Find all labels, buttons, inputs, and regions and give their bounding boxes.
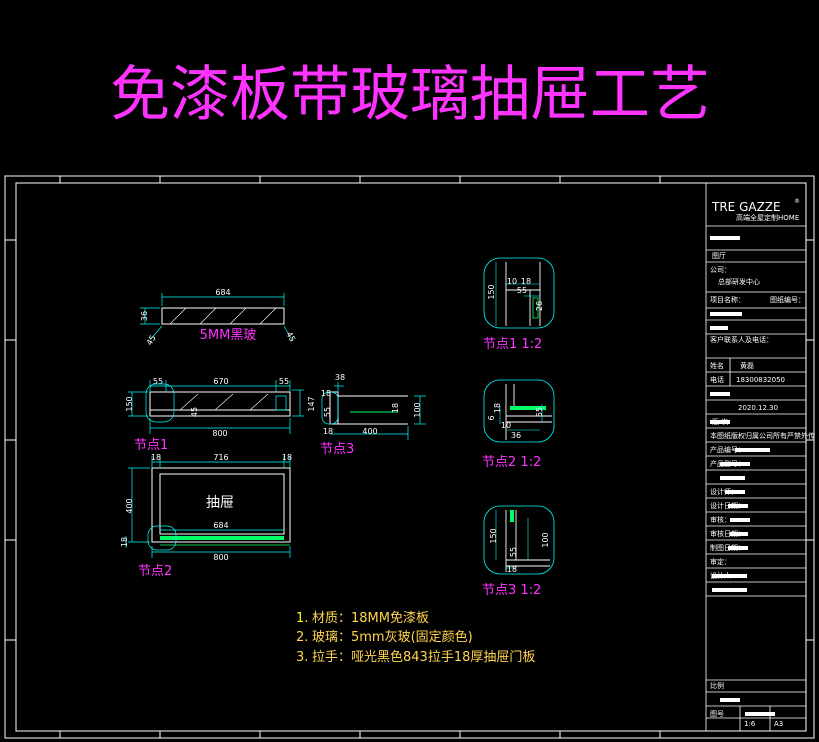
dim-front-18-bottom: 18 (120, 537, 129, 547)
dim-side-400: 400 (362, 427, 377, 436)
node2-label: 节点2 (138, 564, 172, 579)
d1-label: 节点1 1:2 (483, 337, 542, 352)
detail-node2: 6 18 10 36 55 节点2 1:2 (482, 379, 555, 470)
dim-glass-bevel-left: 45 (145, 334, 158, 347)
dim-section-left-55: 55 (153, 377, 163, 386)
glass-panel-outline (161, 307, 285, 325)
glass-label: 5MM黑玻 (200, 328, 257, 343)
tb-r4: 设计日期： (710, 501, 745, 510)
detail-node1: 150 10 18 55 26 节点1 1:2 (483, 257, 555, 352)
node1-label: 节点1 (134, 438, 168, 453)
drawer-handle-strip (160, 536, 284, 540)
brand-logo-mark: ® (794, 198, 800, 205)
d2-dim-18: 18 (493, 403, 502, 413)
tb-name-value: 黄磊 (740, 361, 754, 370)
tb-row-d: 项目名称： (710, 295, 745, 304)
dim-glass-width: 684 (215, 288, 230, 297)
dim-side-18-bottom: 18 (323, 427, 333, 436)
d1-dim-26: 26 (535, 301, 544, 311)
d3-label: 节点3 1:2 (482, 583, 541, 598)
note-3-number: 3. (296, 650, 308, 665)
tb-r7: 制图日期： (710, 543, 745, 552)
d3-dim-18: 18 (507, 565, 517, 574)
note-2-number: 2. (296, 630, 308, 645)
tb-row-e: 图纸编号： (770, 295, 805, 304)
d2-dim-55: 55 (535, 407, 544, 417)
d3-dim-55: 55 (509, 547, 518, 557)
d1-dim-18: 18 (521, 277, 531, 286)
dim-side-18-mid: 18 (391, 403, 400, 413)
tb-row-b: 公司： (710, 266, 731, 274)
d2-dim-6: 6 (487, 415, 496, 420)
dim-glass-height: 36 (140, 311, 149, 321)
dim-front-716: 716 (213, 453, 228, 462)
tb-name-label: 姓名 (710, 361, 724, 370)
note-1-number: 1. (296, 611, 308, 626)
notes-block: 1. 材质：18MM免漆板 2. 玻璃：5mm灰玻(固定颜色) 3. 拉手：哑光… (296, 610, 535, 665)
d3-dim-100: 100 (541, 532, 550, 547)
brand-logo-subtitle: 高端全屋定制HOME (736, 213, 799, 222)
dim-section-147: 147 (307, 396, 316, 411)
tb-row-a: 图厅 (712, 252, 726, 260)
tb-r2: 产品型号： (710, 459, 745, 468)
drawer-label: 抽屉 (206, 495, 234, 511)
dim-front-400: 400 (125, 498, 134, 513)
dim-front-684: 684 (213, 521, 228, 530)
dim-section-150: 150 (125, 396, 134, 411)
note-3-text: 拉手：哑光黑色843拉手18厚抽屉门板 (312, 649, 535, 665)
tb-bottom-1: 比例 (710, 681, 724, 690)
d2-dim-36: 36 (511, 431, 521, 440)
d1-dim-150: 150 (487, 284, 496, 299)
dim-section-45: 45 (190, 407, 199, 417)
dim-front-18-right: 18 (282, 453, 292, 462)
side-view: 38 18 55 18 18 400 100 节点3 (320, 373, 426, 457)
tb-r9: 设计人 (710, 571, 731, 580)
dim-section-right-55: 55 (279, 377, 289, 386)
tb-bottom-3: 1:6 (744, 720, 756, 728)
tb-date-value: 2020.12.30 (738, 404, 778, 412)
node3-label: 节点3 (320, 442, 354, 457)
detail-node3: 150 100 55 18 节点3 1:2 (482, 505, 555, 598)
tb-phone-label: 电话 (710, 375, 724, 384)
dim-side-18-top: 18 (321, 389, 331, 398)
drawing-title: 免漆板带玻璃抽屉工艺 (110, 60, 710, 130)
dim-section-800: 800 (212, 429, 227, 438)
dim-front-800: 800 (213, 553, 228, 562)
tb-r3: 设计师： (710, 487, 738, 496)
tb-bottom-4: A3 (774, 720, 783, 728)
title-block: TRE GAZZE ® 高端全屋定制HOME 图厅 公司： 总部研发中心 项目名… (705, 183, 815, 731)
tb-row-c: 总部研发中心 (718, 277, 760, 286)
note-2-text: 玻璃：5mm灰玻(固定颜色) (312, 629, 473, 645)
tb-row-f: 客户联系人及电话： (710, 335, 773, 344)
drawing-frame (4, 175, 815, 739)
node1-callout-circle (145, 383, 175, 423)
d2-dim-10: 10 (501, 421, 511, 430)
dim-side-38: 38 (335, 373, 345, 382)
tb-section-label: 版 次 (712, 417, 728, 426)
glass-panel-drawing: 684 36 45 45 5MM黑玻 (140, 288, 297, 347)
tb-r6: 审核日期： (710, 529, 745, 538)
dim-section-670: 670 (213, 377, 228, 386)
section-view: 55 670 55 150 45 147 800 节点1 (125, 377, 316, 453)
brand-logo: TRE GAZZE (711, 200, 781, 214)
tb-phone-value: 18300832050 (736, 376, 785, 384)
tb-r5: 审核： (710, 515, 731, 524)
tb-bottom-2: 图号 (710, 710, 724, 718)
tb-r8: 审定： (710, 557, 731, 566)
tb-r1: 产品编号： (710, 445, 745, 454)
dim-side-100: 100 (413, 402, 422, 417)
front-view: 18 716 18 400 18 684 800 抽屉 节点2 (120, 453, 292, 579)
d2-label: 节点2 1:2 (482, 455, 541, 470)
dim-front-18-left: 18 (151, 453, 161, 462)
d3-dim-150: 150 (489, 528, 498, 543)
dim-glass-bevel-right: 45 (284, 330, 297, 343)
dim-side-55: 55 (323, 407, 332, 417)
note-1-text: 材质：18MM免漆板 (312, 610, 429, 626)
tb-note-label: 本图纸版权归属公司所有严禁外传 (710, 431, 815, 440)
d1-dim-55: 55 (517, 286, 527, 295)
d1-dim-10: 10 (507, 277, 517, 286)
